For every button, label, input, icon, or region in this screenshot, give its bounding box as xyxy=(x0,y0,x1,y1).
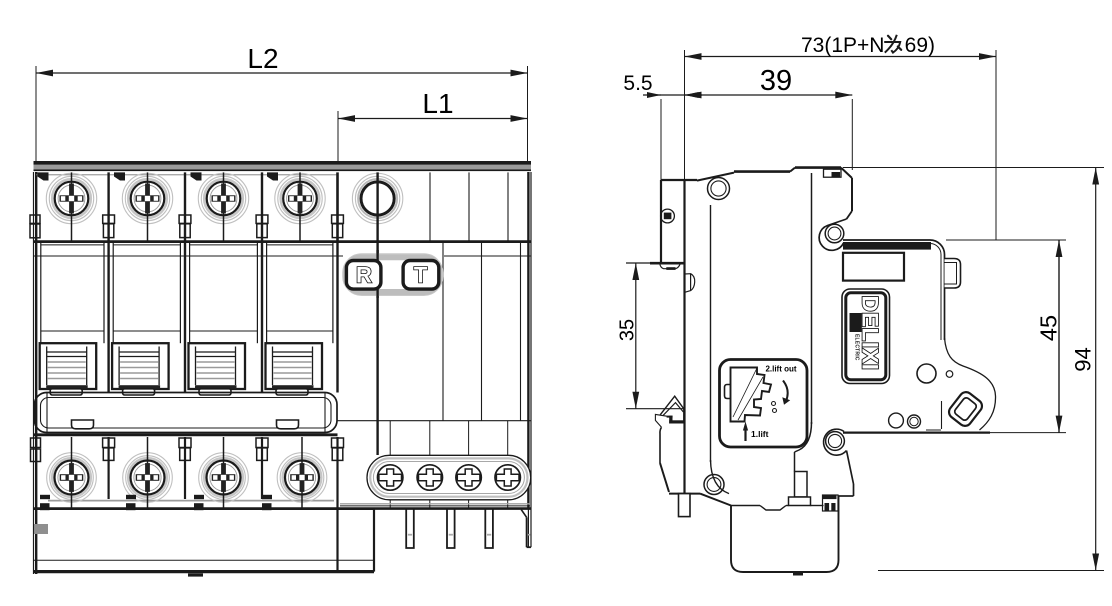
svg-text:2.lift out: 2.lift out xyxy=(765,365,796,374)
svg-text:1.lift: 1.lift xyxy=(751,429,769,439)
svg-text:45: 45 xyxy=(1036,315,1062,341)
svg-text:R: R xyxy=(356,263,372,288)
svg-text:ELECTRIC: ELECTRIC xyxy=(854,334,860,361)
svg-text:L1: L1 xyxy=(422,88,453,119)
svg-text:73(1P+N: 73(1P+N xyxy=(801,34,884,57)
svg-text:39: 39 xyxy=(760,65,792,97)
svg-text:35: 35 xyxy=(617,319,639,341)
svg-text:L2: L2 xyxy=(247,43,278,74)
svg-text:T: T xyxy=(414,263,428,288)
svg-text:69): 69) xyxy=(905,34,935,57)
svg-text:5.5: 5.5 xyxy=(623,72,652,95)
svg-text:DELIXI: DELIXI xyxy=(858,296,883,371)
svg-text:94: 94 xyxy=(1071,347,1096,371)
